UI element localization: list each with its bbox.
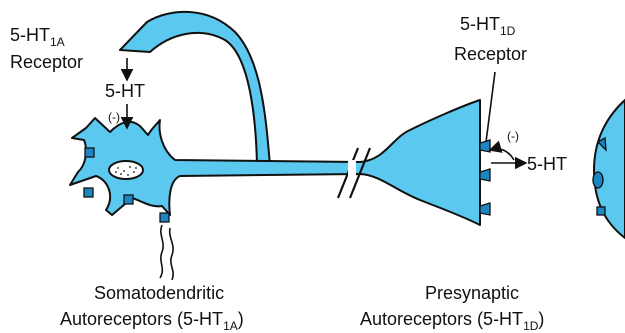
transmitter-label-1d: 5-HT bbox=[527, 154, 567, 174]
axon-gap bbox=[348, 160, 356, 176]
nucleus bbox=[109, 161, 143, 179]
receptor-wedge bbox=[480, 203, 490, 215]
receptor-wedge bbox=[480, 169, 490, 181]
receptor-1d-label: 5-HT1D bbox=[460, 14, 516, 38]
feedback-arrow-1d bbox=[490, 149, 514, 160]
transmitter-label-1a: 5-HT bbox=[105, 81, 145, 101]
pointer-line-1d bbox=[486, 72, 495, 142]
presynaptic-receptors bbox=[480, 140, 490, 215]
inhibition-label-1a: (-) bbox=[108, 110, 120, 124]
presynaptic-caption-line2: Autoreceptors (5-HT1D) bbox=[360, 309, 544, 333]
receptor-square bbox=[597, 207, 605, 215]
somatodendritic-caption-line1: Somatodendritic bbox=[94, 283, 224, 303]
receptor-oval bbox=[593, 172, 603, 188]
receptor-1d-label-line2: Receptor bbox=[454, 44, 527, 64]
receptor-1a-label: 5-HT1A bbox=[10, 25, 65, 49]
postsynaptic-membrane bbox=[594, 100, 625, 238]
presynaptic-caption-line1: Presynaptic bbox=[425, 283, 519, 303]
somatodendritic-caption-line2: Autoreceptors (5-HT1A) bbox=[60, 309, 244, 333]
inhibition-label-1d: (-) bbox=[507, 129, 519, 143]
dendrite-tails bbox=[160, 225, 173, 280]
receptor-square bbox=[124, 195, 133, 204]
receptor-square bbox=[84, 188, 93, 197]
receptor-1a-label-line2: Receptor bbox=[10, 52, 83, 72]
receptor-square bbox=[160, 213, 169, 222]
receptor-square bbox=[85, 148, 94, 157]
receptor-wedge bbox=[480, 140, 490, 152]
